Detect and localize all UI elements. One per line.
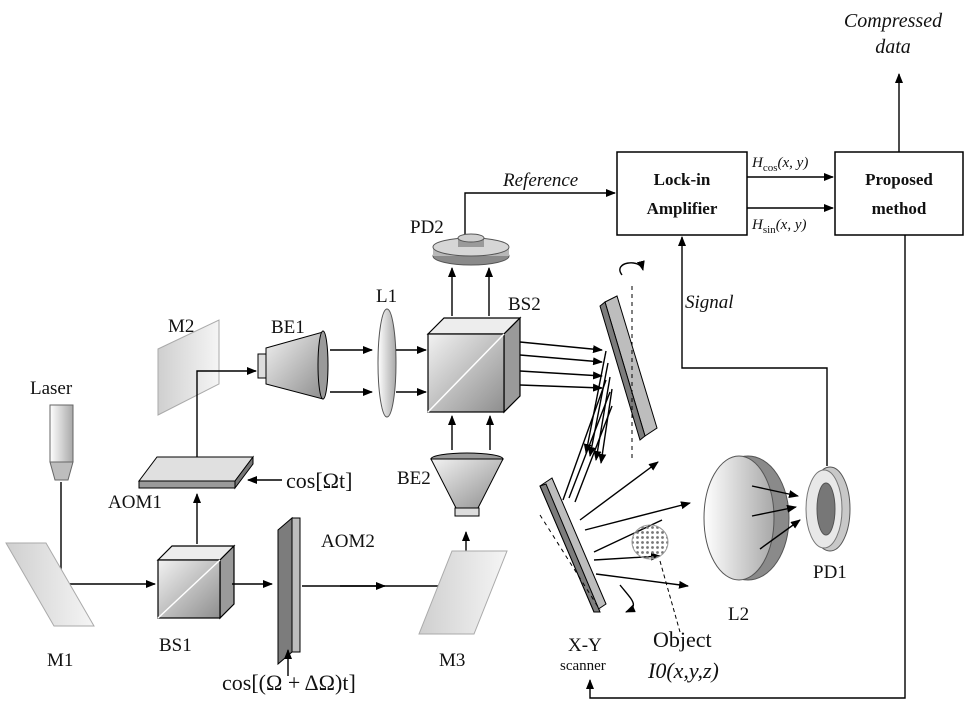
bs2-cube	[426, 316, 522, 414]
be1-label: BE1	[271, 317, 305, 338]
object-function-label: I0(x,y,z)	[647, 658, 719, 683]
aom2-modulator	[277, 516, 301, 666]
laser-source	[49, 404, 74, 481]
laser-label: Laser	[30, 378, 73, 399]
xy-label-2: scanner	[560, 658, 606, 674]
signal-label: Signal	[685, 292, 734, 313]
bs2-label: BS2	[508, 294, 541, 315]
l2-lens	[703, 455, 790, 581]
be2-label: BE2	[397, 468, 431, 489]
compressed-label-1: Compressed	[844, 10, 943, 32]
aom1-modulator	[138, 455, 254, 490]
proposed-label-2: method	[872, 199, 927, 218]
lockin-label-1: Lock-in	[654, 170, 711, 189]
m3-mirror	[418, 550, 508, 635]
xy-scanner-mirror	[539, 477, 607, 613]
upper-scan-mirror	[599, 295, 658, 441]
hcos-label: Hcos(x, y)	[751, 155, 808, 174]
reference-line	[464, 189, 616, 236]
proposed-method-box: Proposed method	[834, 151, 964, 236]
m2-mirror	[157, 319, 220, 416]
xy-label-1: X-Y	[568, 635, 602, 656]
pd1-detector	[805, 466, 851, 552]
lockin-label-2: Amplifier	[647, 199, 718, 218]
upper-rotation-icon	[619, 260, 645, 276]
beam-aom1-m2-be1	[196, 367, 257, 458]
bs1-label: BS1	[159, 635, 192, 656]
hsin-label: Hsin(x, y)	[751, 217, 807, 236]
beams-bs2-to-mirror	[519, 341, 603, 392]
beams-l2-pd1	[751, 485, 801, 550]
pd2-label: PD2	[410, 217, 444, 238]
m1-mirror	[5, 542, 95, 627]
cos-omega-t-label: cos[Ωt]	[286, 468, 352, 493]
object-label: Object	[653, 627, 712, 652]
m2-label: M2	[168, 316, 194, 337]
beams-between-mirrors	[562, 350, 613, 503]
scanner-axis	[539, 514, 601, 611]
scanner-control-line	[586, 235, 906, 699]
compressed-label-2: data	[875, 36, 911, 58]
l2-label: L2	[728, 604, 749, 625]
signal-line	[678, 236, 828, 466]
reference-label: Reference	[502, 170, 578, 191]
lower-rotation-icon	[619, 584, 636, 613]
aom1-label: AOM1	[108, 492, 162, 513]
cos-omega-delta-label: cos[(Ω + ΔΩ)t]	[222, 670, 356, 695]
m1-label: M1	[47, 650, 73, 671]
object-sample	[631, 524, 669, 560]
pd1-label: PD1	[813, 562, 847, 583]
l1-label: L1	[376, 286, 397, 307]
m3-label: M3	[439, 650, 465, 671]
proposed-label-1: Proposed	[865, 170, 933, 189]
scanned-beams	[579, 461, 691, 589]
lockin-amplifier-box: Lock-in Amplifier	[616, 151, 748, 236]
aom2-label: AOM2	[321, 531, 375, 552]
be2-beam-expander	[430, 452, 504, 517]
be1-beam-expander	[257, 330, 329, 400]
pd2-detector	[432, 233, 510, 266]
bs1-cube	[156, 544, 236, 620]
object-pointer	[659, 560, 681, 633]
l1-lens	[377, 308, 397, 418]
